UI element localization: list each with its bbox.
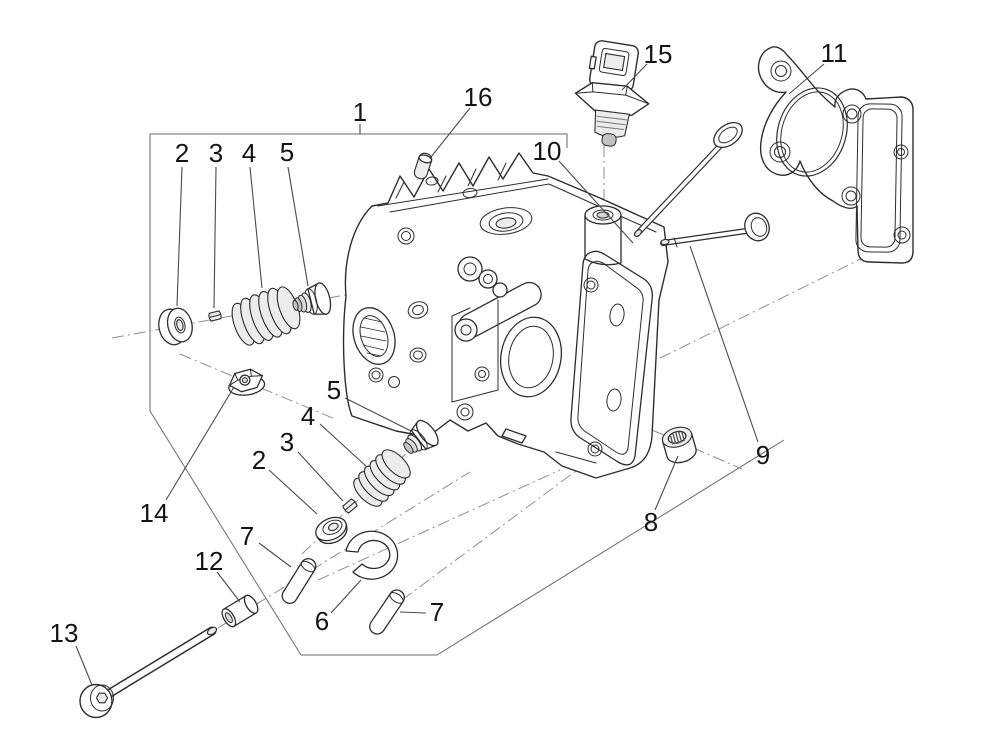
leader-c4b-valve-spring (320, 424, 367, 467)
callout-label-c9-valves: 9 (756, 440, 770, 470)
callout-label-c3b-valve-cotter: 3 (280, 427, 294, 457)
leader-c3-valve-cotter (214, 167, 216, 308)
exhaust-valve (661, 210, 773, 247)
flange-nut (227, 368, 266, 398)
callout-label-c15-temperature-sensor: 15 (644, 39, 673, 69)
callout-label-c12-spacer-bushing: 12 (195, 546, 224, 576)
cylinder-head-bolt (80, 626, 218, 718)
intake-valve (633, 118, 746, 238)
leader-c13-cylinder-head-bolt (76, 646, 92, 685)
callout-label-c5-spring-seat: 5 (280, 137, 294, 167)
sensor-boss (585, 206, 621, 265)
callout-label-c8-needle-bearing: 8 (644, 507, 658, 537)
callout-label-c14-flange-nut: 14 (140, 498, 169, 528)
callout-label-c11-cylinder-head-gasket: 11 (821, 38, 848, 68)
valve-cover-flange (571, 251, 652, 465)
callout-label-c13-cylinder-head-bolt: 13 (50, 618, 79, 648)
leader-c10-valve-guide (559, 161, 633, 243)
callout-label-c6-retaining-ring: 6 (315, 606, 329, 636)
leader-c5b-spring-seat (345, 398, 411, 431)
retaining-ring (346, 531, 398, 579)
spring-retainer-washer-mid (312, 513, 351, 548)
leader-c9-valves (690, 246, 758, 442)
spring-seat-mid (397, 417, 442, 462)
leader-c12-spacer-bushing (217, 572, 240, 602)
spacer-bushing (219, 593, 260, 629)
callout-label-c7b-dowel-pin: 7 (430, 597, 444, 627)
leader-c2-spring-retainer-washer (177, 167, 182, 306)
valve-spring-mid (348, 444, 415, 511)
callout-label-c16-dowel-pin-small: 16 (464, 82, 493, 112)
callout-label-c7a-dowel-pin: 7 (240, 521, 254, 551)
spark-plug-recess (478, 205, 533, 238)
dowel-pin-left (279, 556, 318, 606)
sensor-hex-nut (573, 78, 651, 119)
leader-c8-needle-bearing (655, 456, 678, 510)
leader-c6-retaining-ring (331, 580, 361, 613)
construction-line-3-dashdot (218, 472, 470, 628)
leader-c5-spring-seat (288, 167, 308, 286)
leader-c4-valve-spring (250, 167, 262, 288)
leader-c14-flange-nut (166, 387, 234, 500)
construction-line-8-dashdot (180, 354, 335, 419)
group-outline-part-1 (150, 134, 784, 655)
spring-seat-top (289, 281, 333, 321)
leader-c16-dowel-pin-small (431, 108, 470, 157)
temperature-sensor (573, 40, 651, 148)
valve-cotter-top (208, 311, 222, 322)
leader-c3b-valve-cotter (298, 452, 343, 501)
valve-spring-top (227, 282, 305, 350)
callout-label-c4-valve-spring: 4 (242, 138, 256, 168)
spring-retainer-washer-top (155, 305, 196, 348)
leader-c2b-spring-retainer-washer (269, 470, 317, 514)
leader-c7a-dowel-pin (259, 543, 291, 567)
leader-c11-cylinder-head-gasket (789, 64, 824, 94)
callout-label-c1-cylinder-head-group: 1 (353, 97, 367, 127)
sensor-thread-body (591, 110, 629, 148)
callout-label-c2-spring-retainer-washer: 2 (175, 138, 189, 168)
callout-label-c2b-spring-retainer-washer: 2 (252, 445, 266, 475)
rocker-assembly (452, 257, 545, 402)
leader-c7b-dowel-pin (400, 612, 426, 613)
dowel-pin-right (367, 587, 407, 637)
callout-label-c5b-spring-seat: 5 (327, 375, 341, 405)
callout-label-c4b-valve-spring: 4 (301, 401, 315, 431)
cylinder-head (344, 153, 668, 478)
construction-line-6-dashdot (640, 243, 893, 368)
leader-c15-temperature-sensor (622, 64, 647, 90)
intake-port (346, 302, 402, 370)
callout-label-c3-valve-cotter: 3 (209, 138, 223, 168)
construction-line-5-dashdot (402, 462, 588, 600)
construction-line-4-dashdot (318, 470, 560, 580)
needle-bearing (660, 424, 698, 466)
combustion-chamber-bore (495, 312, 568, 401)
dowel-pin-small (413, 152, 433, 181)
valve-cotter-mid (342, 498, 358, 513)
callout-label-c10-valve-guide: 10 (533, 136, 562, 166)
head-gasket (759, 47, 913, 263)
